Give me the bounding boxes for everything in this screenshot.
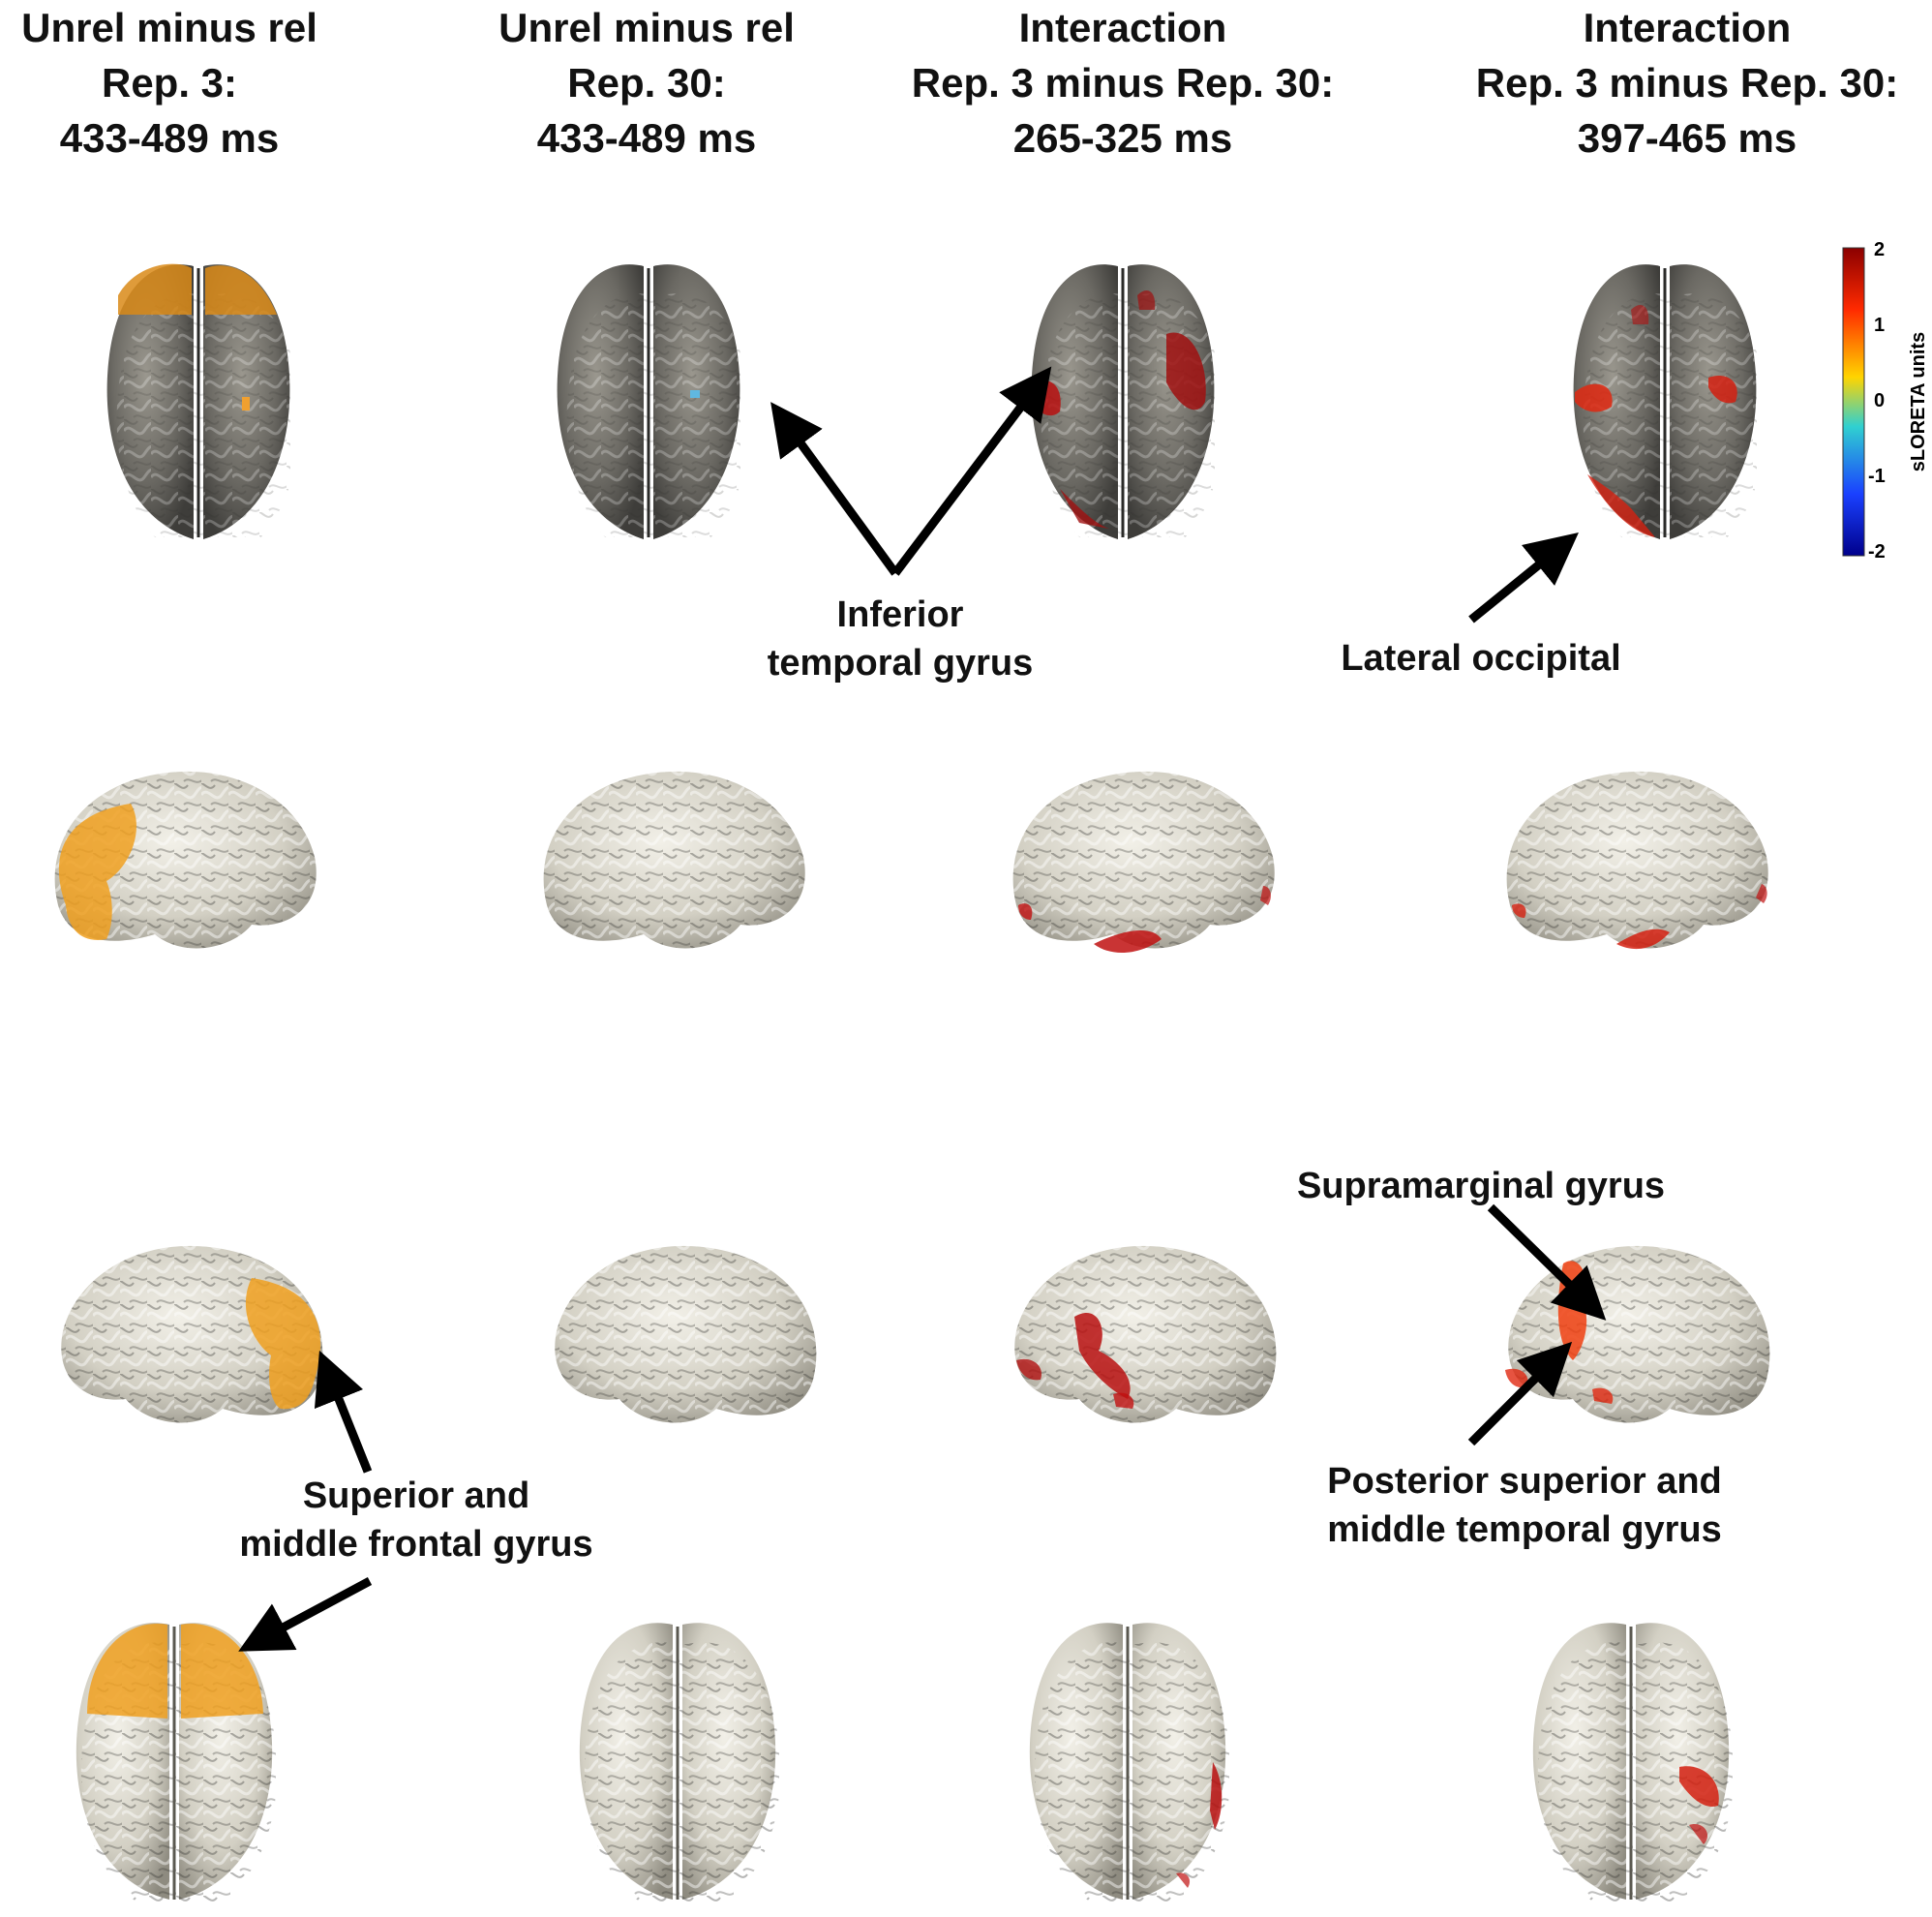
label-line: middle frontal gyrus [239, 1524, 593, 1565]
title-line: Interaction [1018, 5, 1227, 50]
brain-lateral-large-col1 [61, 1245, 323, 1423]
brain-top-dark-col4 [1563, 264, 1766, 539]
label-line: Supramarginal gyrus [1296, 1166, 1666, 1206]
label-line: Inferior [836, 594, 964, 635]
title-line: Rep. 3 minus Rep. 30: [1475, 60, 1899, 106]
title-line: 265-325 ms [1012, 115, 1233, 161]
brain-top-light-col1 [68, 1623, 281, 1907]
label-frontal: Superior and middle frontal gyrus [213, 1472, 619, 1568]
brain-lateral-large-col3 [1014, 1245, 1277, 1423]
title-line: Rep. 3: [101, 60, 238, 106]
title-line: Interaction [1583, 5, 1792, 50]
title-line: Rep. 30: [567, 60, 726, 106]
column-title-1: Unrel minus rel Rep. 3: 433-489 ms [0, 0, 421, 166]
label-posterior-temporal: Posterior superior and middle temporal g… [1292, 1457, 1757, 1554]
arrow-frontal-up [314, 1350, 373, 1474]
label-line: middle temporal gyrus [1327, 1509, 1722, 1550]
title-line: Rep. 3 minus Rep. 30: [911, 60, 1335, 106]
brain-top-dark-col1 [97, 263, 300, 539]
colorbar-tick: -2 [1868, 541, 1886, 563]
brain-top-dark-col2 [547, 264, 750, 539]
colorbar-label: sLORETA units [1908, 332, 1929, 472]
arrow-lateral-occipital [1468, 532, 1579, 624]
title-line: Unrel minus rel [21, 5, 317, 50]
brain-top-dark-col3 [1031, 264, 1224, 539]
label-line: Superior and [302, 1476, 530, 1516]
brain-top-light-col2 [571, 1623, 784, 1907]
arrow-frontal-down [238, 1577, 373, 1652]
title-line: 433-489 ms [536, 115, 757, 161]
arrow-supramarginal [1487, 1203, 1607, 1321]
label-supramarginal: Supramarginal gyrus [1292, 1162, 1670, 1210]
label-lateral-occipital: Lateral occipital [1307, 634, 1655, 683]
brain-lateral-small-col4 [1506, 771, 1768, 950]
colorbar-gradient [1842, 247, 1865, 557]
label-line: Lateral occipital [1341, 638, 1621, 679]
label-line: Posterior superior and [1327, 1461, 1722, 1502]
colorbar-tick: 1 [1874, 315, 1885, 336]
title-line: 397-465 ms [1577, 115, 1797, 161]
brain-lateral-small-col2 [543, 771, 805, 949]
column-title-3: Interaction Rep. 3 minus Rep. 30: 265-32… [871, 0, 1374, 166]
colorbar-tick: 2 [1874, 242, 1885, 260]
column-title-4: Interaction Rep. 3 minus Rep. 30: 397-46… [1435, 0, 1932, 166]
colorbar-tick: -1 [1868, 466, 1886, 487]
arrow-posterior-temporal [1467, 1341, 1573, 1446]
colorbar: 2 1 0 -1 -2 sLORETA units [1842, 242, 1929, 563]
arrow-inferior-temporal-left [770, 402, 899, 576]
brain-lateral-large-col2 [555, 1245, 817, 1423]
brain-lateral-small-col1 [54, 771, 317, 949]
brain-top-light-col4 [1524, 1623, 1737, 1907]
label-line: temporal gyrus [767, 643, 1034, 684]
label-inferior-temporal: Inferior temporal gyrus [736, 591, 1065, 687]
title-line: 433-489 ms [59, 115, 280, 161]
brain-top-light-col3 [1021, 1623, 1234, 1907]
title-line: Unrel minus rel [498, 5, 795, 50]
column-title-2: Unrel minus rel Rep. 30: 433-489 ms [395, 0, 898, 166]
arrow-inferior-temporal-right [891, 366, 1052, 576]
colorbar-tick: 0 [1874, 390, 1885, 411]
brain-lateral-small-col3 [1012, 771, 1275, 954]
